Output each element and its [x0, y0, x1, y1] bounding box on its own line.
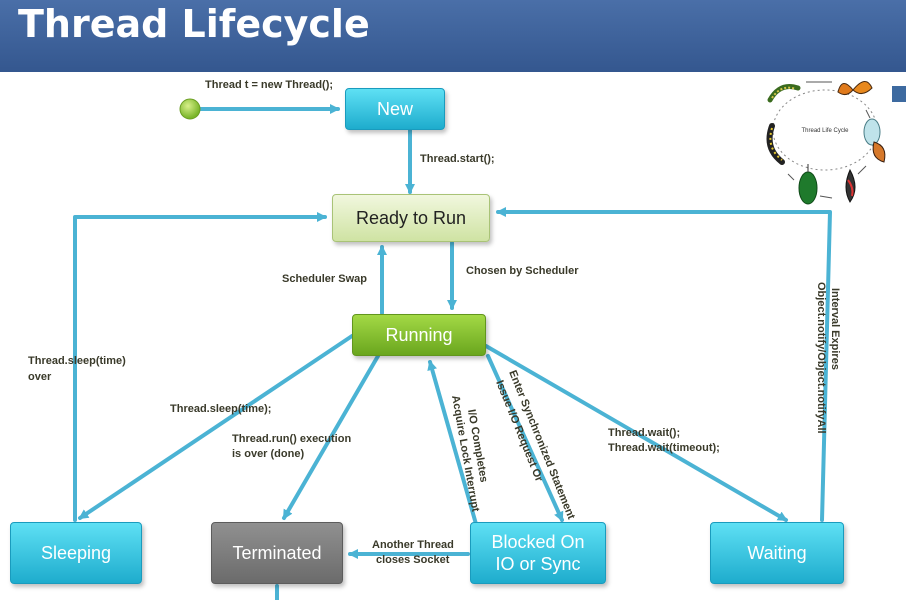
- node-new-label: New: [376, 99, 413, 119]
- edge-wait: [484, 344, 788, 522]
- label-sleep-over-2: over: [28, 371, 52, 383]
- node-terminated-label: Terminated: [232, 543, 322, 563]
- node-blocked: Blocked On IO or Sync: [470, 522, 606, 584]
- title-banner: Thread Lifecycle: [0, 0, 906, 72]
- node-ready-label: Ready to Run: [355, 208, 467, 228]
- edge-block: [486, 354, 564, 522]
- label-notify-2: Object.notify/Object.notifyAll: [815, 282, 827, 434]
- node-sleeping: Sleeping: [10, 522, 142, 584]
- label-closes-2: closes Socket: [376, 554, 450, 566]
- label-scheduler-swap: Scheduler Swap: [282, 273, 367, 285]
- node-blocked-label-1: Blocked On: [491, 532, 585, 552]
- label-sleep: Thread.sleep(time);: [170, 403, 271, 415]
- edge-run-done: [282, 354, 380, 520]
- edge-sleep: [78, 334, 354, 520]
- node-running-label: Running: [385, 325, 453, 345]
- edge-notify: [496, 207, 832, 522]
- start-dot: [179, 98, 201, 120]
- node-waiting: Waiting: [710, 522, 844, 584]
- label-run-done-2: is over (done): [232, 448, 304, 460]
- node-running: Running: [352, 314, 486, 356]
- edge-unblock: [427, 360, 478, 526]
- node-ready-to-run: Ready to Run: [332, 194, 490, 242]
- node-blocked-label-2: IO or Sync: [495, 554, 581, 574]
- label-wait-2: Thread.wait(timeout);: [608, 442, 720, 454]
- label-chosen: Chosen by Scheduler: [466, 265, 579, 277]
- label-run-done-1: Thread.run() execution: [232, 433, 351, 445]
- butterfly-lifecycle-icon: Thread Life Cycle: [766, 81, 886, 205]
- label-wait-1: Thread.wait();: [608, 427, 680, 439]
- label-create: Thread t = new Thread();: [205, 79, 333, 91]
- label-notify-1: Interval Expires: [829, 288, 841, 370]
- label-start: Thread.start();: [420, 153, 495, 165]
- label-closes-1: Another Thread: [372, 539, 454, 551]
- illustration-caption: Thread Life Cycle: [801, 128, 849, 134]
- node-waiting-label: Waiting: [747, 543, 807, 563]
- edge-sleep-over: [73, 212, 327, 522]
- label-sleep-over-1: Thread.sleep(time): [28, 355, 126, 367]
- page-title: Thread Lifecycle: [18, 2, 370, 46]
- node-new: New: [345, 88, 445, 130]
- accent-strip: [892, 86, 906, 102]
- node-terminated: Terminated: [211, 522, 343, 584]
- node-sleeping-label: Sleeping: [40, 543, 112, 563]
